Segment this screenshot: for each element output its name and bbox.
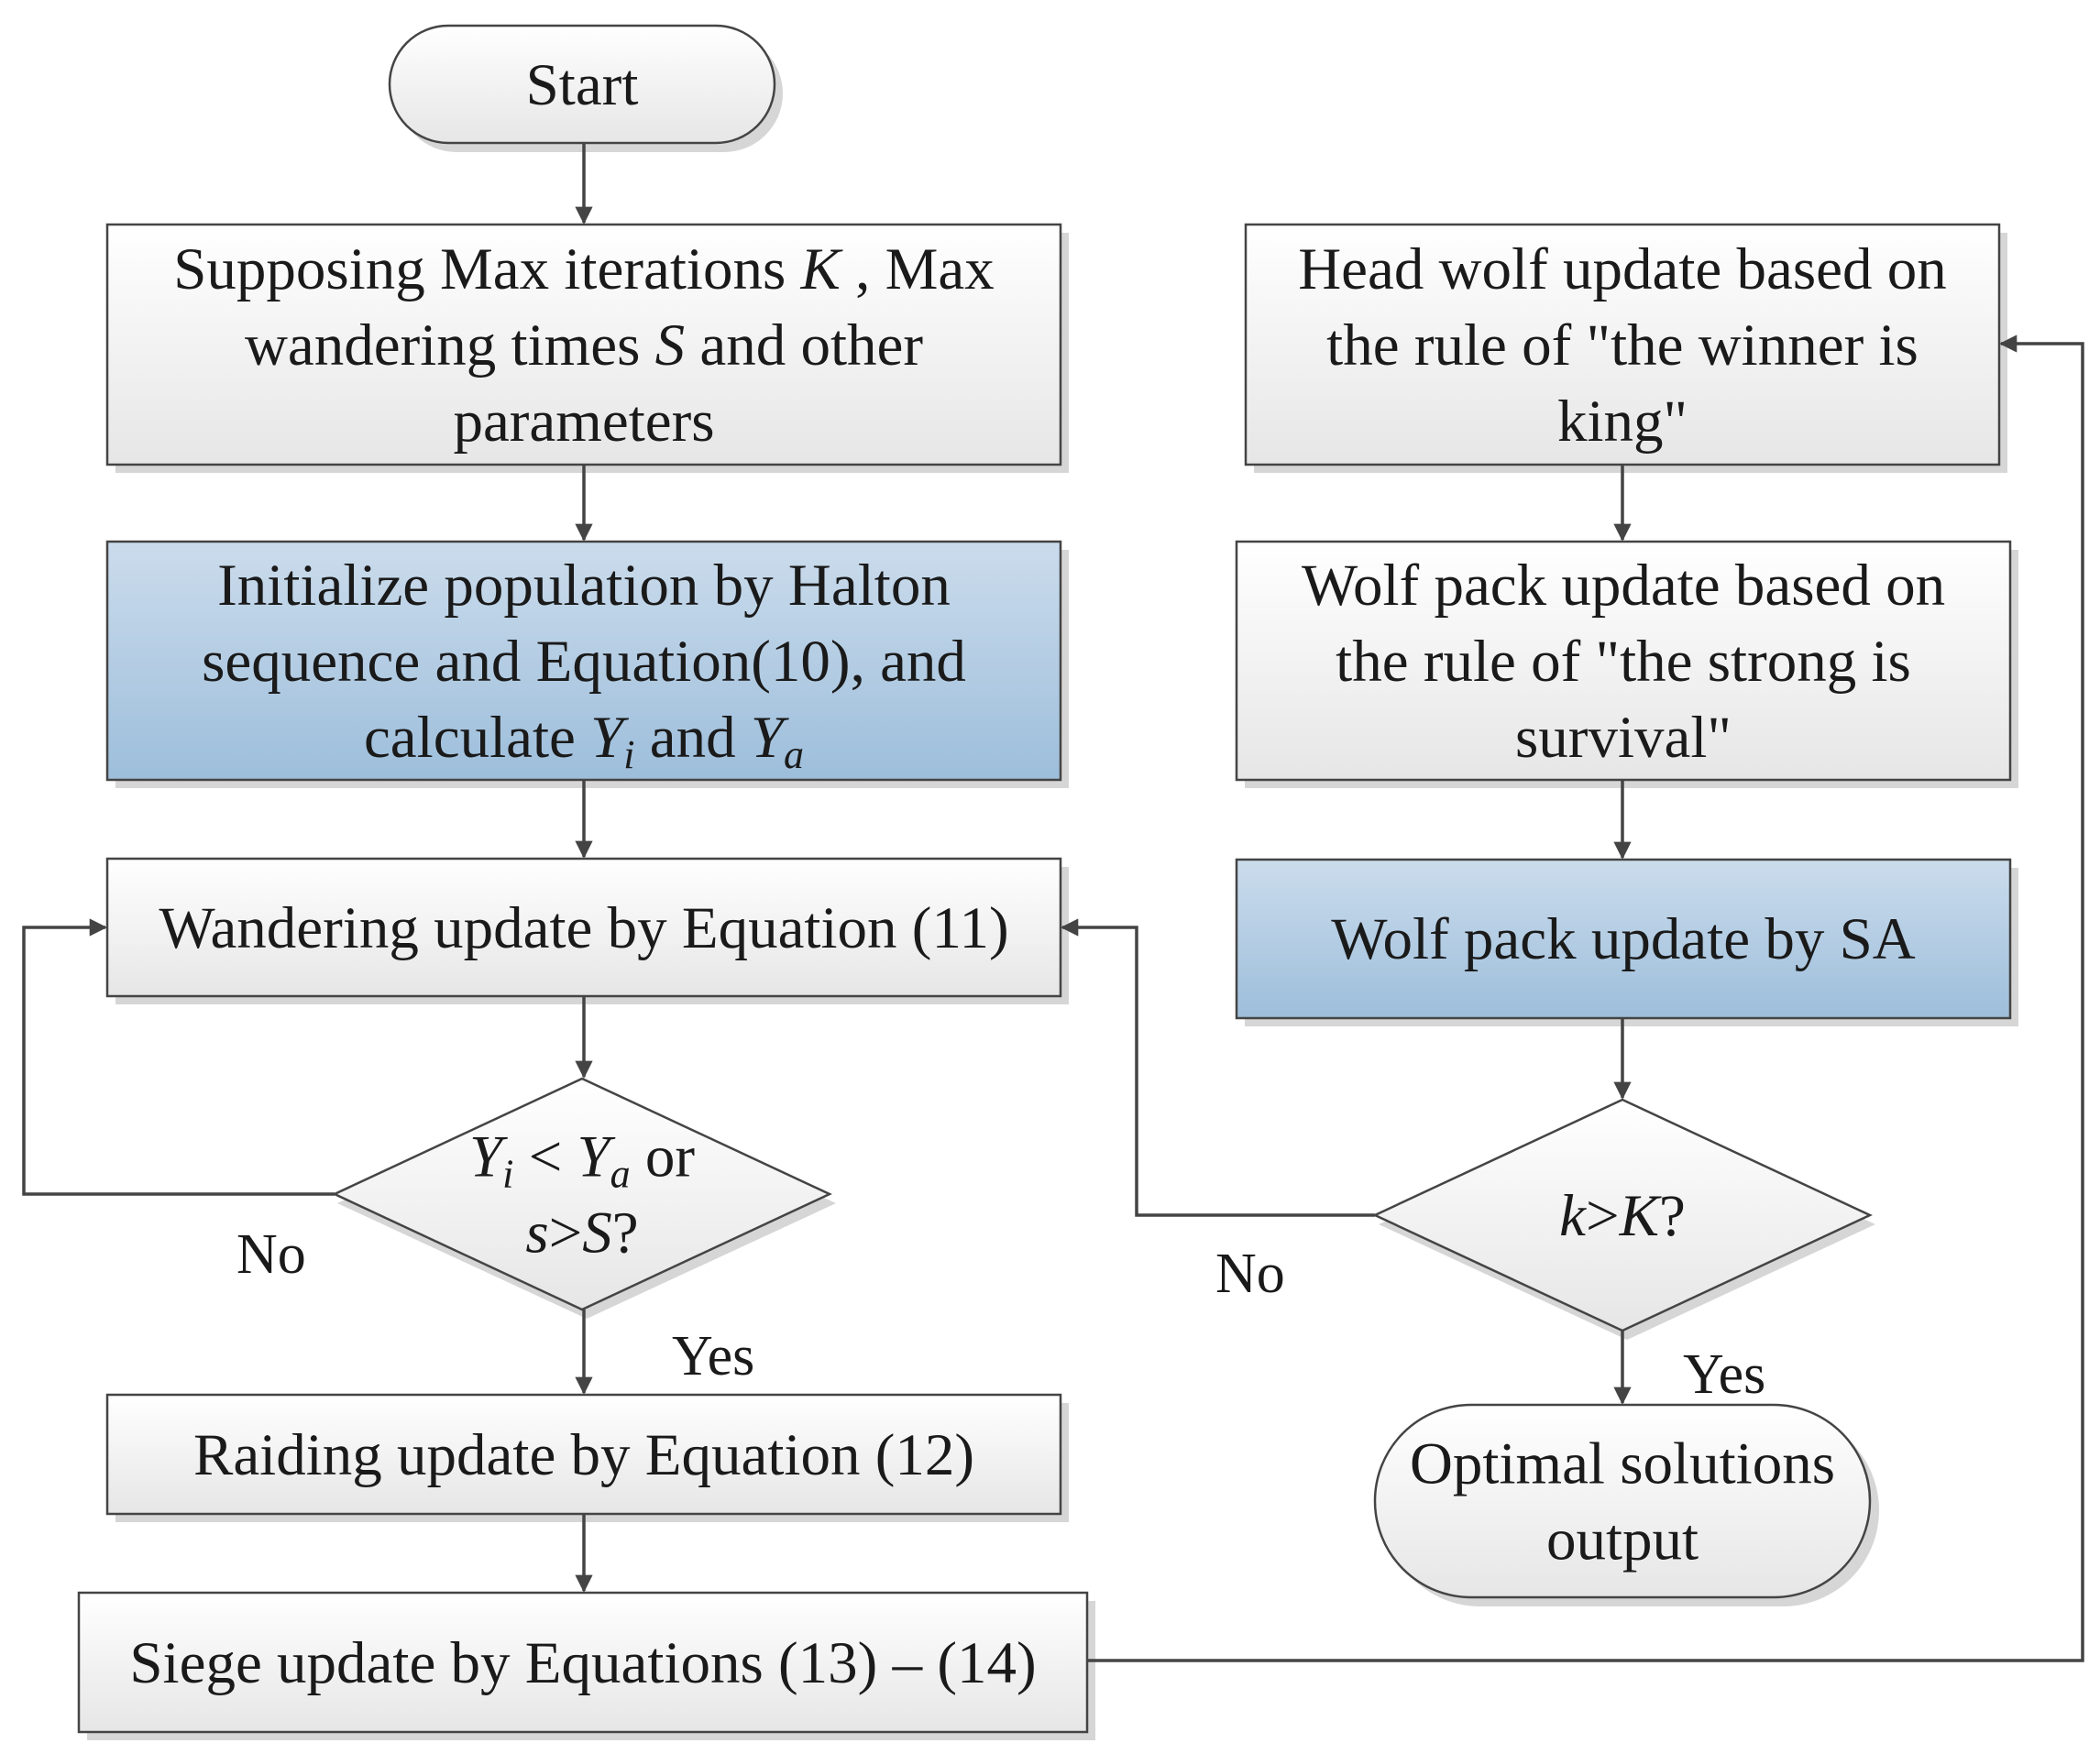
start-line-1: Start (526, 52, 639, 118)
sa-box (1235, 858, 2018, 1026)
head-line-1: Head wolf update based on (1298, 236, 1947, 302)
initialize-box (105, 540, 1069, 788)
params-line-2: wandering times S and other (245, 312, 923, 378)
wandering-label: Wandering update by Equation (11) (159, 895, 1008, 961)
siege-box (77, 1591, 1095, 1740)
pack-line-2: the rule of "the strong is (1336, 629, 1911, 695)
raiding-label: Raiding update by Equation (12) (193, 1422, 974, 1488)
connectors (22, 143, 2084, 1662)
arrow-decision1-no-loop (22, 918, 335, 1196)
output-line-1: Optimal solutions (1410, 1431, 1835, 1497)
arrow-decision2-no-loop (1061, 918, 1375, 1217)
start-terminal (388, 24, 783, 152)
wander-line-1: Wandering update by Equation (11) (159, 895, 1008, 961)
output-terminal (1373, 1403, 1879, 1606)
wandering-box (105, 857, 1069, 1004)
head-wolf-label: Head wolf update based on the rule of "th… (1298, 236, 1947, 455)
edge-label-no-2: No (1215, 1243, 1285, 1305)
siege-label: Siege update by Equations (13) – (14) (129, 1630, 1036, 1696)
initialize-label: Initialize population by Halton sequence … (202, 553, 966, 777)
decision2-line-1: k>K? (1559, 1183, 1686, 1249)
pack-line-1: Wolf pack update based on (1302, 553, 1945, 619)
decision1-line-2: s>S? (525, 1200, 638, 1266)
siege-line-1: Siege update by Equations (13) – (14) (129, 1630, 1036, 1696)
pack-line-3: survival" (1515, 705, 1732, 771)
decision-k (1372, 1098, 1875, 1340)
raiding-box (105, 1393, 1069, 1522)
decision-yi-ya (332, 1077, 836, 1319)
head-line-3: king" (1557, 389, 1688, 455)
parameters-box (105, 223, 1069, 473)
parameters-label: Supposing Max iterations K , Max wanderin… (173, 236, 995, 455)
decision1-line-1: Yi < Ya or (469, 1124, 695, 1197)
raid-line-1: Raiding update by Equation (12) (193, 1422, 974, 1488)
params-line-1: Supposing Max iterations K , Max (173, 236, 995, 302)
head-line-2: the rule of "the winner is (1326, 312, 1919, 378)
edge-label-yes-1: Yes (672, 1325, 754, 1387)
edge-label-yes-2: Yes (1683, 1343, 1765, 1406)
init-line-3: calculate Yi and Ya (364, 705, 804, 777)
sa-label: Wolf pack update by SA (1331, 906, 1915, 972)
wolf-pack-label: Wolf pack update based on the rule of "th… (1302, 553, 1945, 771)
arrow-siege-head (1087, 334, 2084, 1662)
output-label: Optimal solutions output (1410, 1431, 1835, 1573)
sa-line-1: Wolf pack update by SA (1331, 906, 1915, 972)
init-line-1: Initialize population by Halton (217, 553, 951, 619)
decision-k-label: k>K? (1559, 1183, 1686, 1249)
output-line-2: output (1546, 1507, 1699, 1573)
start-label: Start (526, 52, 639, 118)
edge-label-no-1: No (236, 1223, 306, 1286)
params-line-3: parameters (453, 389, 714, 455)
wolf-pack-box (1235, 540, 2018, 788)
head-wolf-box (1244, 223, 2007, 473)
init-line-2: sequence and Equation(10), and (202, 629, 966, 695)
